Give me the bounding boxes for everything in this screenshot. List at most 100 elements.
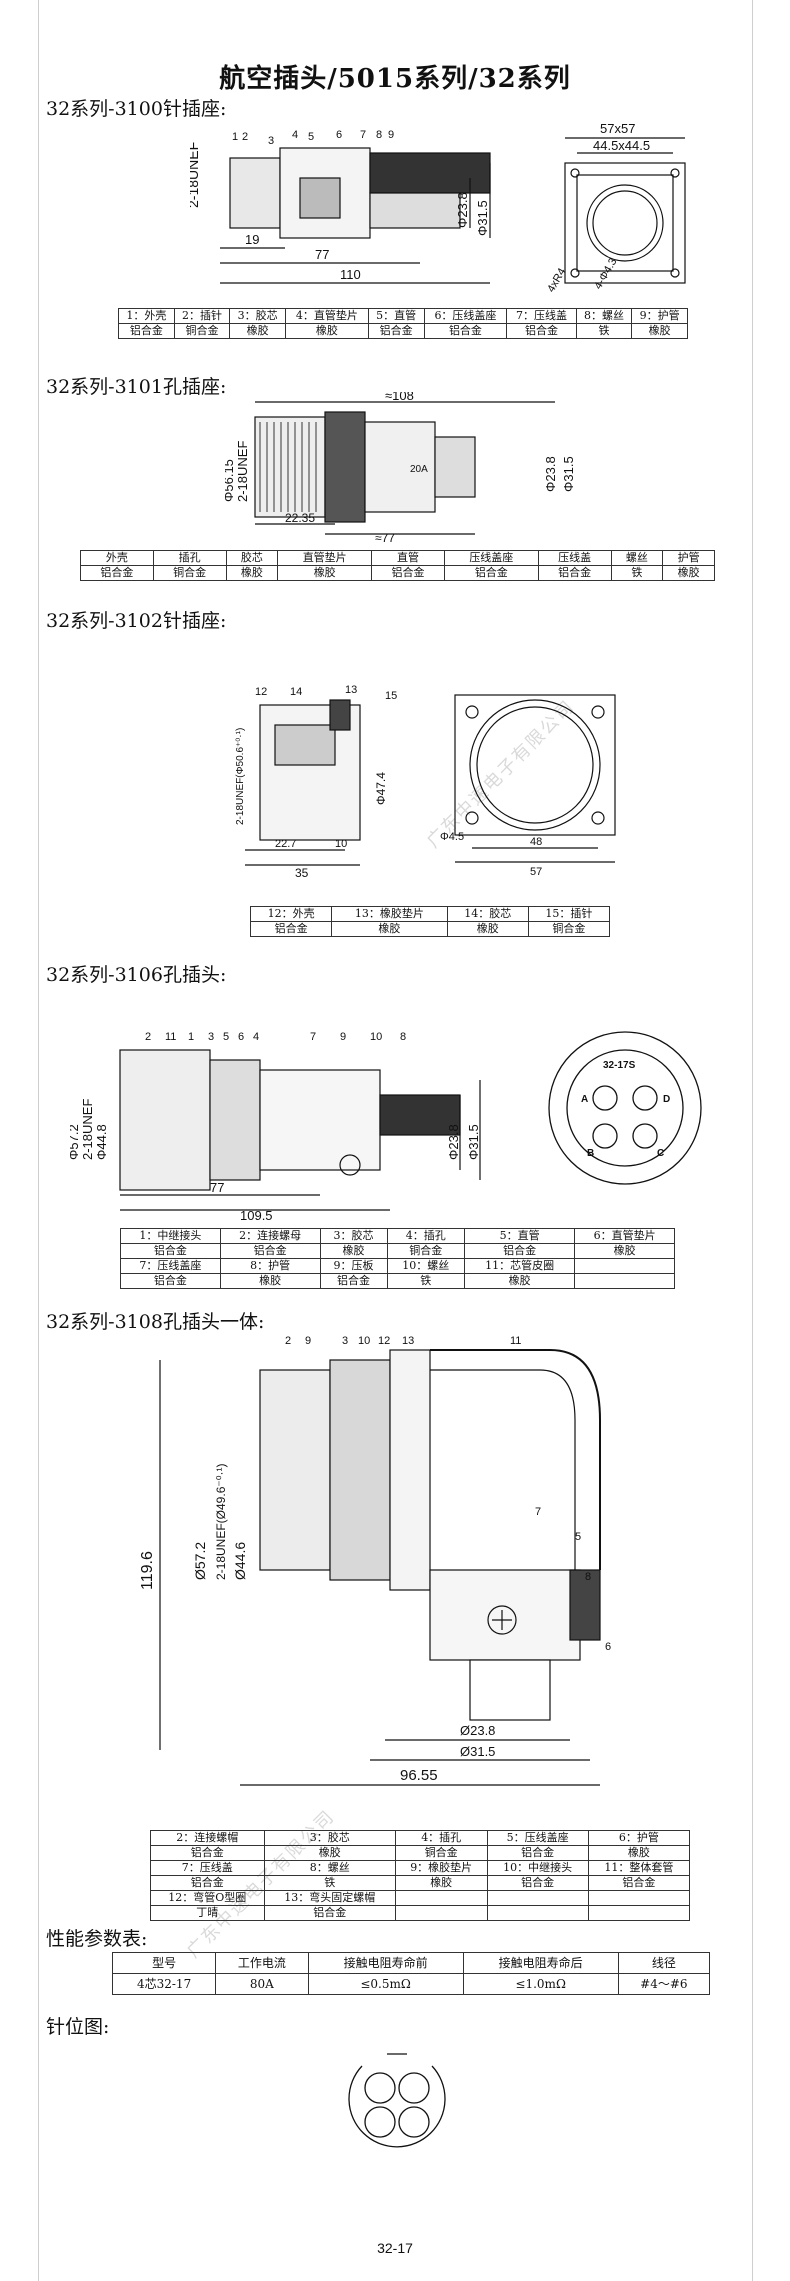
- svg-text:2: 2: [242, 131, 248, 143]
- table-cell: 10：螺丝: [386, 1258, 465, 1274]
- table-cell: 3：胶芯: [229, 308, 286, 324]
- table-cell: [486, 1890, 589, 1906]
- svg-text:8: 8: [376, 129, 382, 141]
- dim-square-inner-3100: 44.5x44.5: [593, 138, 650, 153]
- callout-14: 14: [290, 686, 302, 698]
- table-cell: 铝合金: [150, 1875, 265, 1891]
- svg-text:7: 7: [360, 129, 366, 141]
- table-cell: 铁: [610, 565, 664, 581]
- table-cell: 铜合金: [527, 921, 611, 937]
- callout-15: 15: [385, 690, 397, 702]
- svg-text:12: 12: [378, 1335, 390, 1347]
- section-title-3100: 32系列-3100针插座:: [46, 98, 227, 120]
- table-row: 铝合金铜合金橡胶橡胶铝合金铝合金铝合金铁橡胶: [118, 323, 688, 339]
- svg-text:5: 5: [575, 1531, 581, 1543]
- table-cell: 7：压线盖座: [120, 1258, 221, 1274]
- table-cell: 1：外壳: [118, 308, 175, 324]
- table-cell: ≤0.5mΩ: [307, 1973, 464, 1995]
- drawing-3100-front: 57x57 44.5x44.5 4xR4 4-Φ4.3: [545, 118, 715, 293]
- left-margin-line: [38, 0, 39, 2281]
- table-cell: 橡胶: [463, 1273, 576, 1289]
- table-cell: 11：芯管皮圈: [463, 1258, 576, 1274]
- pin-d-label: D: [663, 1094, 670, 1105]
- dim-l2-3100: 77: [315, 247, 329, 262]
- dim-thread-3100: 2-18UNEF: [190, 142, 201, 208]
- table-cell: 15：插针: [527, 906, 611, 922]
- insert-code-3106: 32-17S: [603, 1060, 636, 1071]
- pin-b-label: B: [587, 1148, 594, 1159]
- table-cell: [574, 1258, 675, 1274]
- table-cell: ≤1.0mΩ: [462, 1973, 619, 1995]
- table-cell: 直管垫片: [277, 550, 373, 566]
- dim-d1-3108: Ø44.6: [232, 1542, 248, 1580]
- table-cell: 8：护管: [219, 1258, 321, 1274]
- table-cell: 橡胶: [587, 1845, 691, 1861]
- dim-l3-3102: 35: [295, 866, 309, 880]
- table-cell: 铝合金: [506, 323, 577, 339]
- dim-l2-3102: 10: [335, 838, 347, 850]
- table-cell: 5：直管: [367, 308, 425, 324]
- dim-d2-3108: Ø23.8: [460, 1723, 495, 1738]
- table-cell: 铝合金: [319, 1273, 388, 1289]
- table-cell: 铝合金: [80, 565, 154, 581]
- table-cell: [587, 1890, 691, 1906]
- dim-d1-3106: Φ44.8: [94, 1124, 109, 1160]
- table-cell: 80A: [215, 1973, 309, 1995]
- table-cell: 1：中继接头: [120, 1228, 221, 1244]
- table-cell: 铝合金: [371, 565, 445, 581]
- table-cell: 5：直管: [463, 1228, 576, 1244]
- mark-20a-3101: 20A: [410, 464, 428, 475]
- table-cell: 橡胶: [319, 1243, 388, 1259]
- dim-l1-3100: 19: [245, 232, 259, 247]
- svg-text:6: 6: [605, 1641, 611, 1653]
- table-cell: 线径: [617, 1952, 711, 1974]
- dim-d0-3101: Φ56.15: [225, 459, 236, 502]
- drawing-3102-front: Φ4.5 48 57: [440, 680, 630, 880]
- drawing-3106-front: 32-17S A B C D: [545, 1028, 705, 1188]
- table-cell: 铜合金: [394, 1845, 488, 1861]
- table-row: 铝合金橡胶铝合金铁橡胶: [120, 1273, 675, 1289]
- table-cell: 铝合金: [367, 323, 425, 339]
- dim-w2-3102: 57: [530, 866, 542, 878]
- table-cell: #4～#6: [617, 1973, 711, 1995]
- table-cell: 5：压线盖座: [486, 1830, 589, 1846]
- table-cell: 13：橡胶垫片: [331, 906, 448, 922]
- svg-text:8: 8: [400, 1031, 406, 1043]
- table-cell: 橡胶: [662, 565, 715, 581]
- table-cell: 6：直管垫片: [574, 1228, 675, 1244]
- dim-holes2-3100: 4-Φ4.3: [592, 256, 619, 291]
- svg-text:7: 7: [310, 1031, 316, 1043]
- svg-text:9: 9: [388, 129, 394, 141]
- table-cell: 4：直管垫片: [284, 308, 369, 324]
- svg-text:9: 9: [305, 1335, 311, 1347]
- dim-height-3108: 119.6: [139, 1551, 156, 1590]
- table-cell: 4：插孔: [394, 1830, 488, 1846]
- table-cell: 外壳: [80, 550, 154, 566]
- svg-text:11: 11: [165, 1031, 176, 1043]
- svg-text:9: 9: [340, 1031, 346, 1043]
- dim-l1-3102: 22.7: [275, 838, 296, 850]
- dim-square-outer-3100: 57x57: [600, 121, 635, 136]
- table-cell: 橡胶: [229, 323, 286, 339]
- dim-d0-3106: Φ57.2: [70, 1124, 81, 1160]
- pin-a-label: A: [581, 1094, 588, 1105]
- svg-text:6: 6: [238, 1031, 244, 1043]
- svg-text:6: 6: [336, 129, 342, 141]
- table-cell: 铜合金: [386, 1243, 465, 1259]
- svg-text:8: 8: [585, 1571, 591, 1583]
- section-title-3101: 32系列-3101孔插座:: [46, 376, 227, 398]
- table-cell: 铝合金: [249, 921, 333, 937]
- dim-width-3108: 96.55: [400, 1767, 438, 1784]
- section-title-3108: 32系列-3108孔插头一体:: [46, 1311, 265, 1333]
- table-cell: 铝合金: [219, 1243, 321, 1259]
